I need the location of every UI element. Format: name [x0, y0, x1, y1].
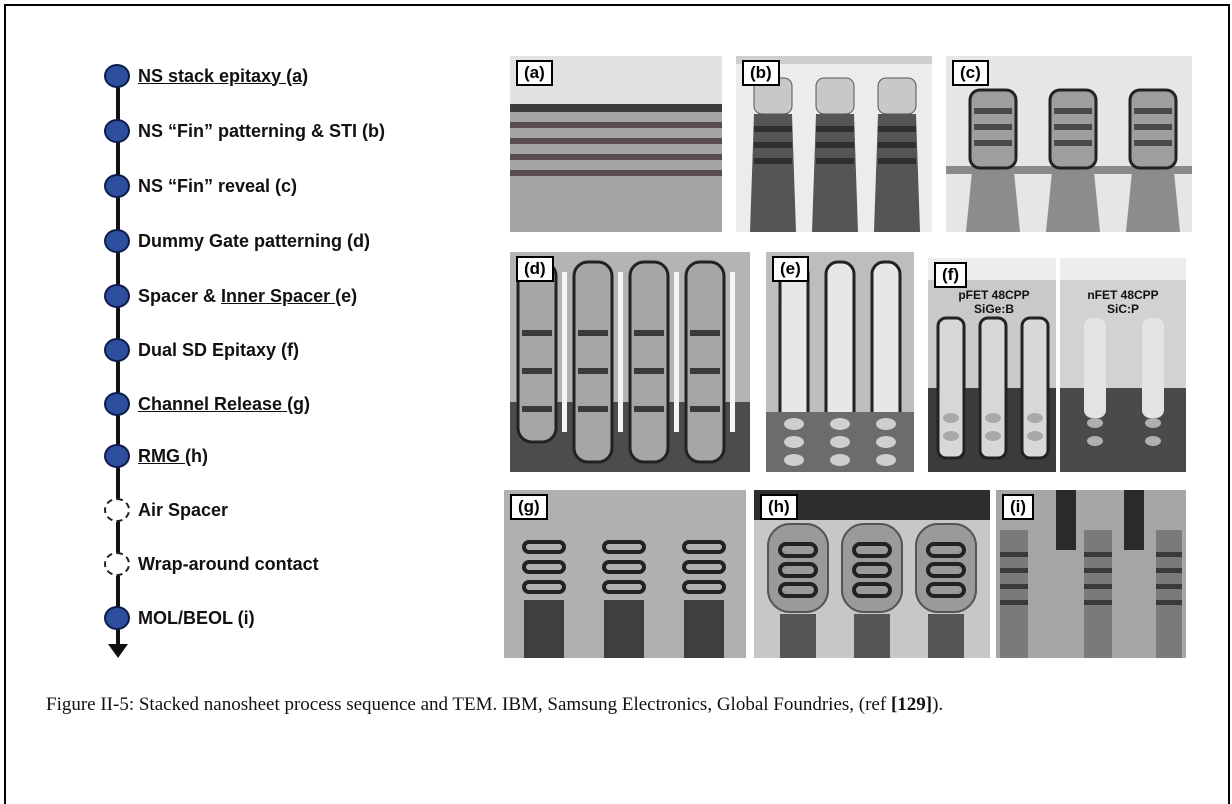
step-dot — [104, 64, 130, 88]
caption-ref: [129] — [890, 694, 933, 715]
step-label: NS stack epitaxy (a) — [138, 65, 309, 86]
flow-arrowhead — [108, 644, 128, 658]
step-wrap-around-contact: Wrap-around contact — [104, 550, 319, 578]
panel-tag: (g) — [510, 494, 548, 520]
tem-panel-a: (a) — [510, 56, 722, 232]
tem-image-f-pfet — [928, 258, 1056, 472]
step-label: Channel Release (g) — [138, 393, 311, 414]
tem-image-d — [510, 260, 750, 472]
step-label: Spacer & Inner Spacer (e) — [138, 285, 358, 306]
step-ns-stack-epitaxy: NS stack epitaxy (a) — [104, 62, 308, 90]
tem-panel-b: (b) — [736, 56, 932, 232]
flow-spine — [116, 76, 120, 648]
step-label: Dual SD Epitaxy (f) — [138, 339, 300, 360]
panel-tag: (b) — [742, 60, 780, 86]
panel-tag: (a) — [516, 60, 553, 86]
step-dummy-gate-patterning: Dummy Gate patterning (d) — [104, 227, 370, 255]
step-spacer-inner-spacer: Spacer & Inner Spacer (e) — [104, 282, 357, 310]
step-label: RMG (h) — [138, 445, 208, 466]
tem-panel-h: (h) — [754, 490, 990, 658]
tem-image-e — [766, 260, 914, 472]
step-air-spacer: Air Spacer — [104, 496, 228, 524]
tem-panel-i: (i) — [996, 490, 1186, 658]
process-flow: NS stack epitaxy (a) NS “Fin” patterning… — [0, 0, 520, 680]
panel-tag: (i) — [1002, 494, 1035, 520]
tem-panel-d: (d) — [510, 252, 750, 472]
step-dot — [104, 444, 130, 468]
tem-image-a — [510, 56, 722, 232]
caption-tail: ). — [932, 694, 944, 715]
step-dot — [104, 338, 130, 362]
panel-tag: (c) — [952, 60, 989, 86]
panel-tag: (d) — [516, 256, 554, 282]
tem-image-c — [946, 88, 1192, 232]
figure-caption: Figure II-5: Stacked nanosheet process s… — [20, 692, 1215, 717]
step-label: Air Spacer — [138, 499, 229, 520]
step-label: MOL/BEOL (i) — [138, 607, 255, 628]
step-rmg: RMG (h) — [104, 442, 208, 470]
panel-tag: (h) — [760, 494, 798, 520]
step-label: NS “Fin” patterning & STI (b) — [138, 120, 385, 141]
step-channel-release: Channel Release (g) — [104, 390, 310, 418]
tem-image-f-nfet — [1060, 258, 1186, 472]
tem-image-b — [736, 56, 932, 232]
tem-panel-e: (e) — [766, 252, 914, 472]
panel-tag: (e) — [772, 256, 809, 282]
step-fin-patterning-sti: NS “Fin” patterning & STI (b) — [104, 117, 385, 145]
step-dot — [104, 284, 130, 308]
tem-panel-c: (c) — [946, 56, 1192, 232]
step-dot — [104, 606, 130, 630]
figure-frame — [4, 4, 1230, 804]
tem-image-i — [1000, 490, 1182, 658]
step-label: Dummy Gate patterning (d) — [138, 230, 371, 251]
step-label: Wrap-around contact — [138, 553, 319, 574]
step-dot — [104, 229, 130, 253]
caption-text: Figure II-5: Stacked nanosheet process s… — [46, 694, 891, 715]
tem-panel-g: (g) — [504, 490, 746, 658]
step-fin-reveal: NS “Fin” reveal (c) — [104, 172, 297, 200]
step-dot-dashed — [104, 498, 130, 522]
tem-image-g — [522, 540, 726, 658]
step-label: NS “Fin” reveal (c) — [138, 175, 298, 196]
panel-tag: (f) — [934, 262, 967, 288]
step-dot — [104, 119, 130, 143]
step-dot — [104, 174, 130, 198]
step-dot — [104, 392, 130, 416]
step-dual-sd-epitaxy: Dual SD Epitaxy (f) — [104, 336, 299, 364]
step-dot-dashed — [104, 552, 130, 576]
tem-image-h — [754, 490, 990, 658]
step-mol-beol: MOL/BEOL (i) — [104, 604, 255, 632]
